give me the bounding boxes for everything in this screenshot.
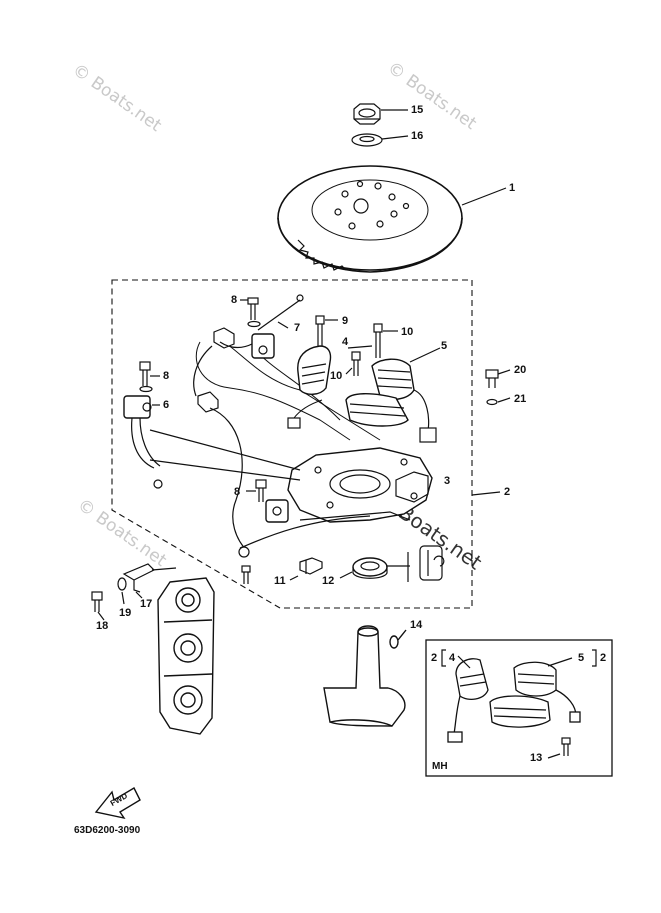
bolt: [373, 323, 383, 358]
inset-callout-5: 5: [578, 652, 585, 664]
callout-11: 11: [274, 575, 286, 587]
screw: [255, 479, 267, 502]
pulser-coil: [213, 294, 304, 359]
washer: [486, 398, 498, 406]
callout-14: 14: [410, 619, 423, 631]
bolt: [91, 591, 103, 612]
callout-5: 5: [441, 340, 448, 352]
callout-1: 1: [509, 182, 516, 194]
callout-10b: 10: [330, 370, 343, 382]
callout-2: 2: [504, 486, 511, 498]
stator-assembly-boundary: [111, 279, 473, 609]
screw: [561, 737, 571, 756]
crankshaft-end: [323, 625, 407, 727]
lighting-coil: [345, 347, 441, 443]
cable-clamp: [289, 557, 323, 581]
flywheel-rotor: [277, 165, 463, 273]
callout-8a: 8: [231, 294, 238, 306]
callout-8c: 8: [234, 486, 241, 498]
callout-7: 7: [294, 322, 301, 334]
inset-callout-2-right: 2: [600, 652, 607, 664]
inset-label: MH: [432, 761, 448, 772]
bolt: [351, 351, 361, 376]
inset-callout-4: 4: [449, 652, 456, 664]
callout-20: 20: [514, 364, 527, 376]
inset-lighting-coil: [489, 661, 581, 728]
callout-10a: 10: [401, 326, 414, 338]
flywheel-nut: [353, 103, 381, 125]
inset-callout-2-left: 2: [431, 652, 438, 664]
callout-3: 3: [444, 475, 451, 487]
callout-12: 12: [322, 575, 335, 587]
bolt: [485, 369, 499, 388]
callout-9: 9: [342, 315, 349, 327]
callout-15: 15: [411, 104, 424, 116]
screw: [241, 565, 251, 584]
stator-base-plate: [287, 447, 433, 523]
callout-16: 16: [411, 130, 424, 142]
cylinder-block: [157, 577, 215, 735]
callout-13: 13: [530, 752, 543, 764]
charge-coil: [297, 345, 373, 395]
oil-seal: [339, 545, 445, 582]
screw: [139, 361, 153, 393]
pulser-coil-lower: [238, 499, 371, 558]
callout-17: 17: [140, 598, 153, 610]
bolt: [315, 315, 325, 346]
screw: [247, 297, 261, 328]
inset-frame: [425, 639, 613, 777]
callout-21: 21: [514, 393, 527, 405]
engine-stop-switch: [123, 395, 301, 489]
inset-charge-coil: [447, 658, 489, 743]
callout-6: 6: [163, 399, 170, 411]
flywheel-washer: [351, 133, 383, 147]
part-number: 63D6200-3090: [74, 825, 141, 836]
forward-direction-arrow: [94, 787, 141, 820]
callout-19: 19: [119, 607, 132, 619]
terminal-bracket: [122, 563, 177, 593]
callout-4: 4: [342, 336, 349, 348]
callout-8b: 8: [163, 370, 170, 382]
washer: [117, 577, 127, 591]
callout-18: 18: [96, 620, 109, 632]
